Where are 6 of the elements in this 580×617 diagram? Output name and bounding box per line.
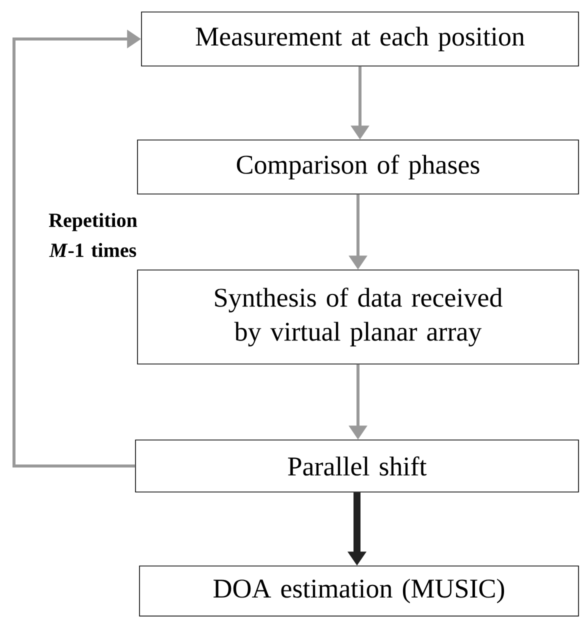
process-box: Synthesis of data received by virtual planar array bbox=[137, 270, 579, 364]
process-box: Parallel shift bbox=[135, 440, 579, 492]
process-box: Measurement at each position bbox=[141, 12, 579, 66]
process-box: DOA estimation (MUSIC) bbox=[139, 566, 579, 616]
process-box: Comparison of phases bbox=[137, 140, 579, 194]
edge-label: Repetition M-1 times bbox=[48, 212, 138, 258]
